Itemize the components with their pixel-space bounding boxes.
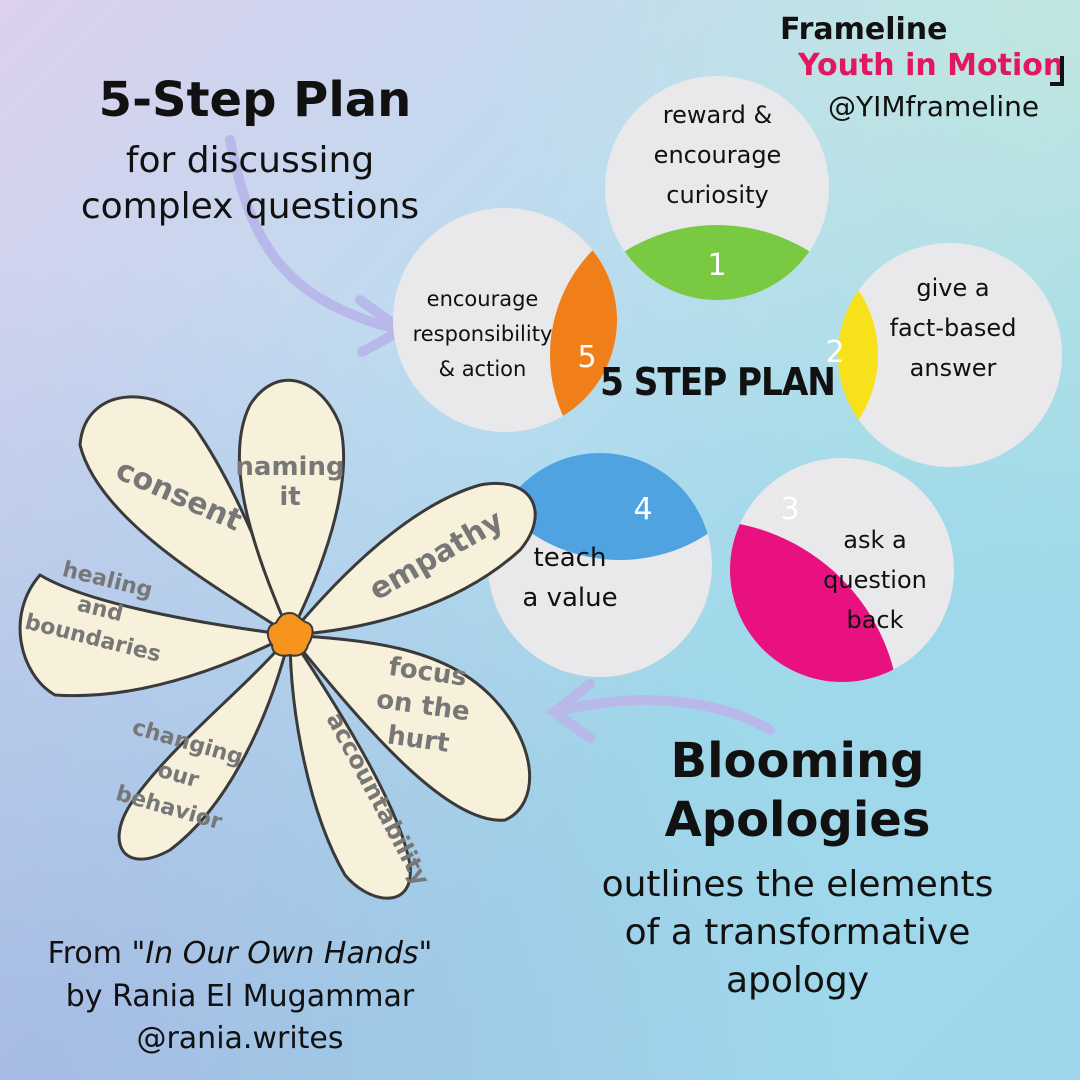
step-1-label: reward & encourage curiosity — [630, 95, 805, 215]
credit-from-prefix: From — [47, 936, 132, 971]
arrow-to-flower-head — [545, 679, 595, 743]
header-subtitle-line2: complex questions — [80, 186, 420, 227]
brand-program: Youth in Motion — [798, 48, 1065, 83]
step-3-line-1: ask a — [843, 526, 907, 554]
step-5-label: encourage responsibility & action — [400, 282, 565, 387]
step-3-number: 3 — [780, 492, 800, 527]
step-5-line-1: encourage — [426, 287, 539, 311]
brand-corner-mark — [1050, 56, 1064, 86]
credit-source: From "In Our Own Hands" — [0, 935, 480, 973]
petal-label-focus-on-the-hurt: focus on the hurt — [374, 652, 472, 759]
step-1-line-1: reward & — [662, 101, 773, 129]
flower-center — [266, 611, 314, 657]
petal-focus-on-the-hurt — [286, 633, 532, 822]
arrow-to-flower-shaft — [550, 695, 775, 735]
step-3-label: ask a question back — [800, 520, 950, 640]
step-4-number: 4 — [633, 492, 653, 527]
brand-name: Frameline — [780, 12, 948, 47]
brand-handle: @YIMframeline — [828, 90, 1040, 123]
step-4-line-1: teach — [533, 543, 607, 573]
credit-handle: @rania.writes — [136, 1021, 344, 1056]
petal-naming-it — [237, 378, 346, 639]
blooming-title-line2: Apologies — [664, 792, 931, 848]
blooming-title-line1: Blooming — [670, 733, 925, 789]
step-2-circle — [838, 243, 1062, 467]
step-1-line-3: curiosity — [666, 181, 769, 209]
step-5-line-3: & action — [438, 357, 527, 381]
step-2-line-2: fact-based — [889, 314, 1017, 342]
petal-changing-our-behavior — [117, 634, 292, 861]
step-3-line-3: back — [846, 606, 904, 634]
arrow-to-flower — [545, 679, 775, 743]
step-5-number: 5 — [577, 340, 597, 375]
petal-healing-and-boundaries — [18, 573, 296, 698]
step-1-line-2: encourage — [653, 141, 782, 169]
step-2-line-3: answer — [909, 354, 997, 382]
blooming-desc-line1: outlines the elements — [601, 864, 994, 905]
header-subtitle-line1: for discussing — [125, 140, 375, 181]
header-title: 5-Step Plan — [98, 72, 412, 128]
step-5-line-2: responsibility — [412, 322, 553, 346]
step-3-line-2: question — [823, 566, 927, 594]
blooming-desc-line2: of a transformative — [624, 912, 971, 953]
petal-label-naming-it: naming it — [235, 452, 345, 512]
step-3-lens — [730, 520, 900, 682]
step-4-line-2: a value — [522, 583, 618, 613]
step-1-number: 1 — [707, 248, 727, 283]
flower — [18, 378, 537, 900]
credit-book-title: "In Our Own Hands" — [131, 936, 433, 971]
step-4-label: teach a value — [500, 538, 640, 618]
petal-accountability — [288, 630, 412, 900]
step-2-label: give a fact-based answer — [878, 268, 1028, 388]
step-2-number: 2 — [825, 335, 845, 370]
blooming-desc-line3: apology — [725, 960, 870, 1001]
credit-author: by Rania El Mugammar — [65, 979, 415, 1014]
petal-empathy — [286, 482, 537, 637]
step-2-line-1: give a — [916, 274, 990, 302]
step-plan-center-label: 5 STEP PLAN — [600, 360, 836, 404]
arrow-to-plan-shaft — [225, 135, 405, 335]
